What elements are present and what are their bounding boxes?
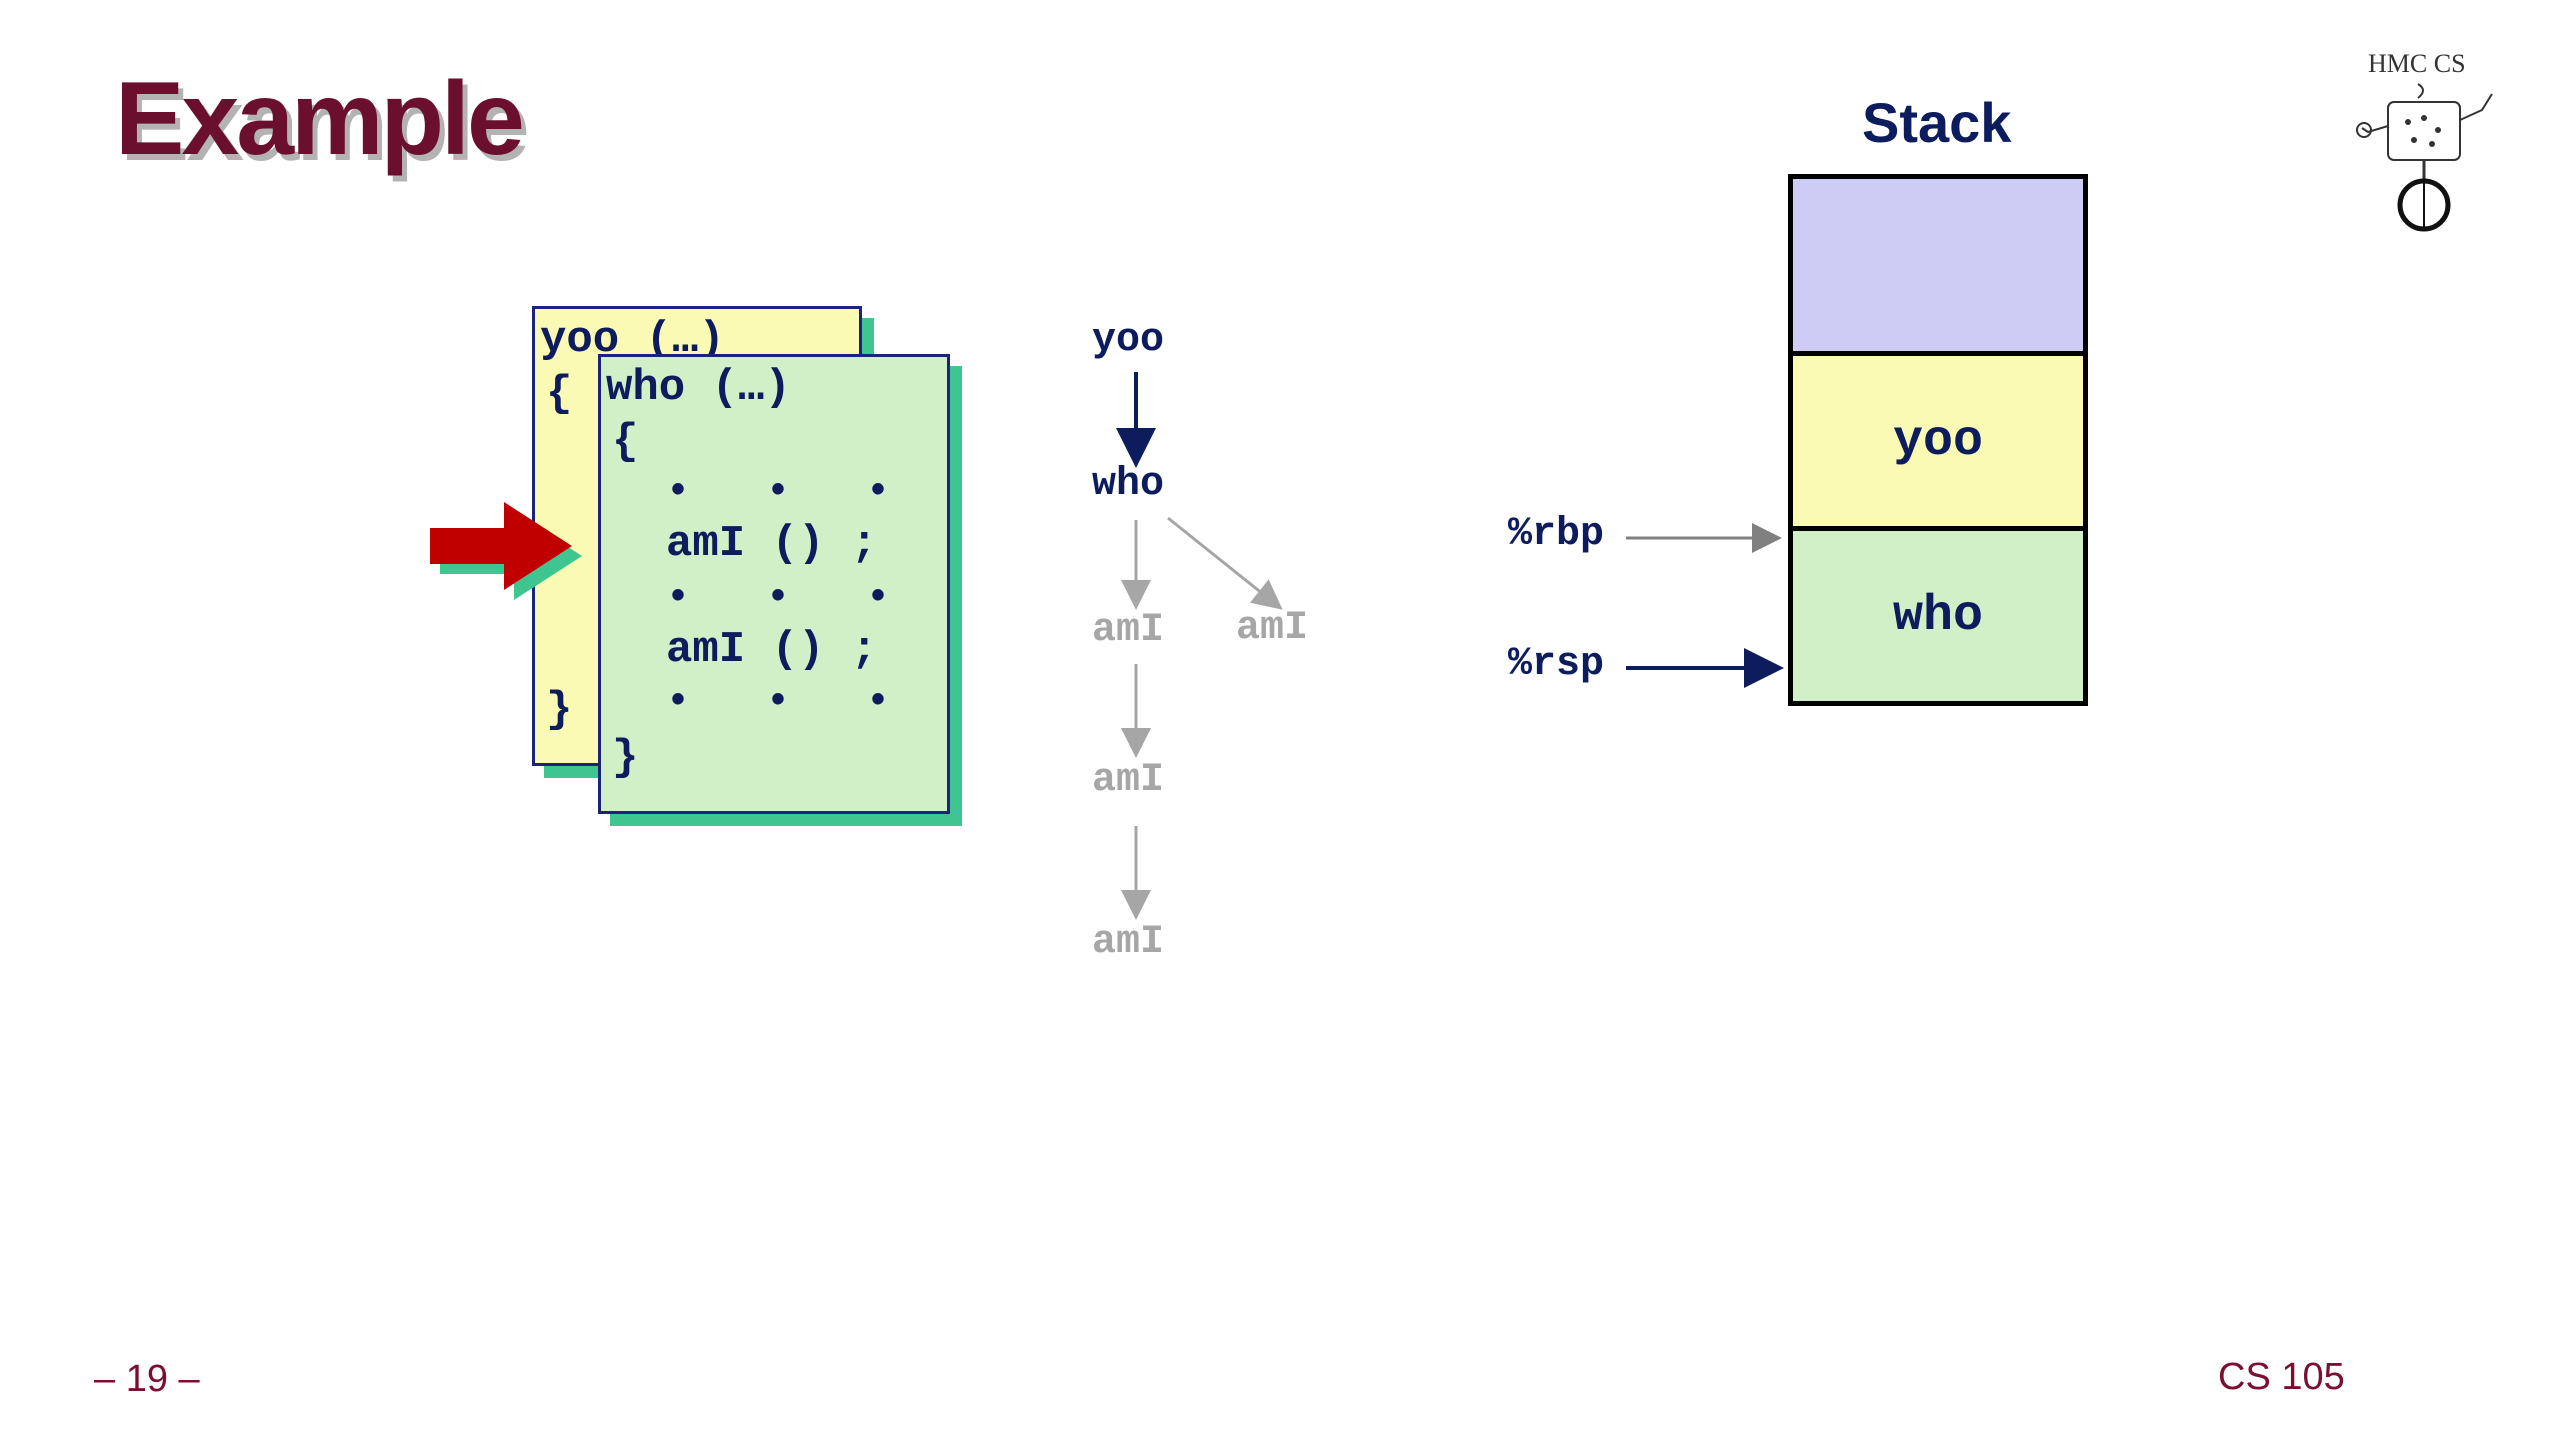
who-call-ami-2: amI () ; <box>666 625 878 675</box>
tree-node-who: who <box>1092 462 1165 507</box>
who-code-card <box>598 354 950 814</box>
stack-frame-who-label: who <box>1892 587 1983 645</box>
page-number: – 19 – <box>94 1358 200 1400</box>
who-call-ami-1: amI () ; <box>666 519 878 569</box>
stack-frame-who: who <box>1788 526 2088 706</box>
tree-node-yoo: yoo <box>1092 318 1165 363</box>
course-label: CS 105 <box>2218 1356 2345 1398</box>
tree-node-ami-right: amI <box>1236 606 1309 651</box>
stack-frame-top <box>1788 174 2088 356</box>
yoo-open-brace: { <box>546 369 573 419</box>
right-arrow-icon <box>428 500 598 610</box>
who-ellipsis-2: • • • <box>666 576 917 621</box>
who-close-brace: } <box>612 733 639 783</box>
stack-frame-yoo: yoo <box>1788 351 2088 531</box>
who-card-header: who (…) <box>606 363 791 413</box>
register-rsp-label: %rsp <box>1508 642 1605 687</box>
stack-title: Stack <box>1862 91 2012 154</box>
svg-text:HMC CS: HMC CS <box>2368 49 2466 78</box>
edge-who-ami-right <box>1167 516 1283 610</box>
stack-frame-yoo-label: yoo <box>1892 412 1983 470</box>
tree-node-ami-left: amI <box>1092 608 1165 653</box>
hmc-cs-robot-logo: HMC CS <box>2340 40 2510 240</box>
tree-node-ami-level4: amI <box>1092 920 1165 965</box>
register-rbp-label: %rbp <box>1508 512 1605 557</box>
yoo-close-brace: } <box>546 685 573 735</box>
tree-node-ami-level3: amI <box>1092 758 1165 803</box>
who-ellipsis-3: • • • <box>666 680 917 725</box>
who-ellipsis-1: • • • <box>666 470 917 515</box>
slide-title: Example <box>115 61 525 177</box>
who-open-brace: { <box>612 417 639 467</box>
